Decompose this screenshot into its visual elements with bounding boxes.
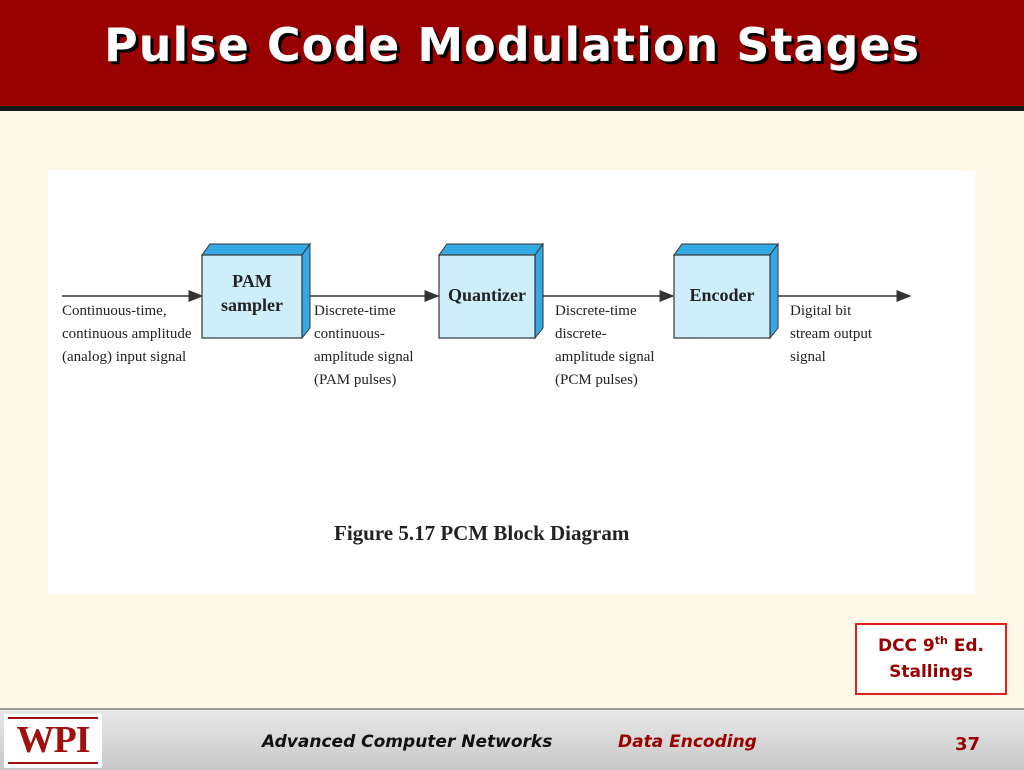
input-signal-line-1: Continuous-time, — [62, 303, 167, 319]
source-edition-label: Ed. — [947, 636, 985, 656]
source-note: DCC 9th Ed. Stallings — [855, 623, 1007, 695]
pcm-pulses-line-3: amplitude signal — [555, 349, 655, 365]
logo-rule-bottom — [8, 762, 98, 764]
page-number: 37 — [955, 734, 981, 755]
pam-pulses-line-4: (PAM pulses) — [314, 372, 396, 388]
input-signal-line-3: (analog) input signal — [62, 349, 186, 365]
footer-topic: Data Encoding — [618, 732, 757, 752]
pam-sampler-label-1: PAM — [232, 271, 272, 291]
pcm-block-diagram: PAM sampler Quantizer Encoder Continuous… — [62, 242, 912, 545]
pam-sampler-label-2: sampler — [221, 295, 283, 315]
pam-pulses-line-3: amplitude signal — [314, 349, 414, 365]
encoder-block: Encoder — [673, 242, 779, 340]
encoder-label: Encoder — [690, 285, 755, 305]
pcm-pulses-line-1: Discrete-time — [555, 303, 637, 319]
output-signal-line-3: signal — [790, 349, 826, 365]
pcm-pulses-line-2: discrete- — [555, 326, 607, 342]
pam-sampler-block: PAM sampler — [201, 242, 311, 340]
input-signal-text: Continuous-time, continuous amplitude (a… — [62, 303, 192, 365]
title-bar: Pulse Code Modulation Stages — [0, 0, 1024, 111]
pam-pulses-line-2: continuous- — [314, 326, 385, 342]
pam-pulses-text: Discrete-time continuous- amplitude sign… — [314, 303, 414, 388]
figure-panel: PAM sampler Quantizer Encoder Continuous… — [48, 170, 975, 594]
wpi-logo-text: WPI — [16, 719, 91, 761]
pam-pulses-line-1: Discrete-time — [314, 303, 396, 319]
footer-course: Advanced Computer Networks — [262, 732, 553, 752]
source-edition-suffix: th — [934, 634, 948, 647]
output-signal-line-2: stream output — [790, 326, 873, 342]
slide-title: Pulse Code Modulation Stages — [104, 18, 920, 72]
quantizer-label: Quantizer — [448, 285, 526, 305]
figure-caption: Figure 5.17 PCM Block Diagram — [334, 521, 630, 545]
input-signal-line-2: continuous amplitude — [62, 326, 192, 342]
output-signal-text: Digital bit stream output signal — [790, 303, 873, 365]
source-note-line-2: Stallings — [889, 662, 973, 682]
logo-rule-top — [8, 717, 98, 719]
output-signal-line-1: Digital bit — [790, 303, 852, 319]
pcm-pulses-text: Discrete-time discrete- amplitude signal… — [555, 303, 655, 388]
quantizer-block: Quantizer — [438, 242, 544, 340]
source-note-line-1: DCC 9th Ed. — [857, 633, 1005, 659]
source-edition-number: DCC 9 — [877, 636, 935, 656]
wpi-logo: WPI — [4, 714, 102, 768]
slide-footer: WPI Advanced Computer Networks Data Enco… — [0, 708, 1024, 770]
pcm-pulses-line-4: (PCM pulses) — [555, 372, 638, 388]
